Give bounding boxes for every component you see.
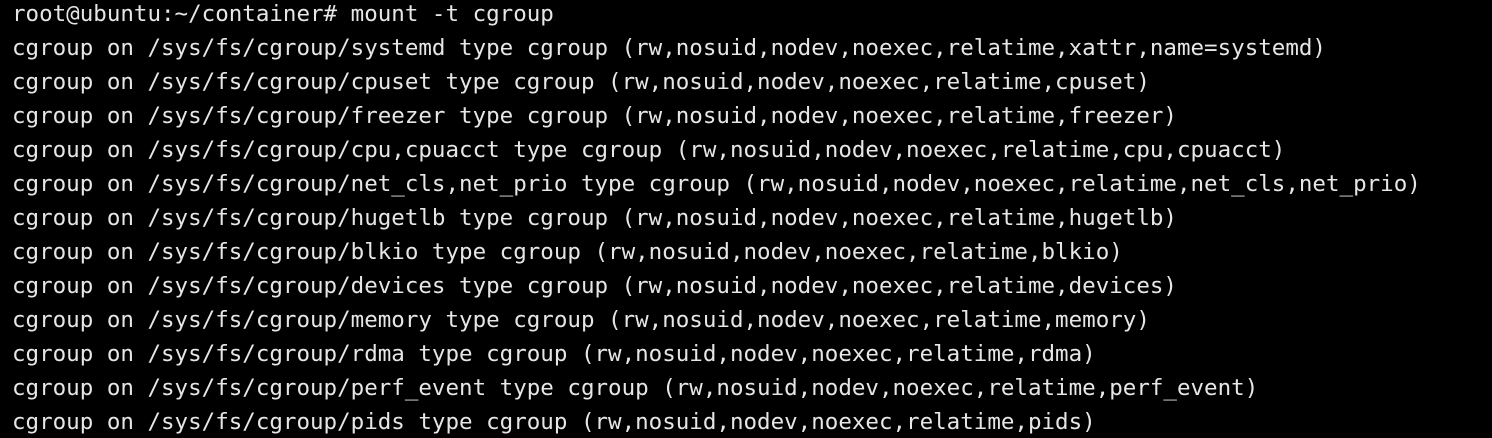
output-line: cgroup on /sys/fs/cgroup/blkio type cgro… — [12, 239, 1123, 265]
output-line: cgroup on /sys/fs/cgroup/hugetlb type cg… — [12, 205, 1177, 231]
output-line: cgroup on /sys/fs/cgroup/pids type cgrou… — [12, 409, 1096, 435]
output-line: cgroup on /sys/fs/cgroup/perf_event type… — [12, 375, 1259, 401]
output-line: cgroup on /sys/fs/cgroup/freezer type cg… — [12, 103, 1177, 129]
output-line: cgroup on /sys/fs/cgroup/systemd type cg… — [12, 35, 1326, 61]
output-line: cgroup on /sys/fs/cgroup/cpuset type cgr… — [12, 69, 1150, 95]
output-line: cgroup on /sys/fs/cgroup/devices type cg… — [12, 273, 1177, 299]
output-line: cgroup on /sys/fs/cgroup/rdma type cgrou… — [12, 341, 1096, 367]
output-line: cgroup on /sys/fs/cgroup/net_cls,net_pri… — [12, 171, 1421, 197]
output-line: cgroup on /sys/fs/cgroup/cpu,cpuacct typ… — [12, 137, 1286, 163]
output-line: cgroup on /sys/fs/cgroup/memory type cgr… — [12, 307, 1150, 333]
command-prompt-line: root@ubuntu:~/container# mount -t cgroup — [12, 1, 554, 27]
